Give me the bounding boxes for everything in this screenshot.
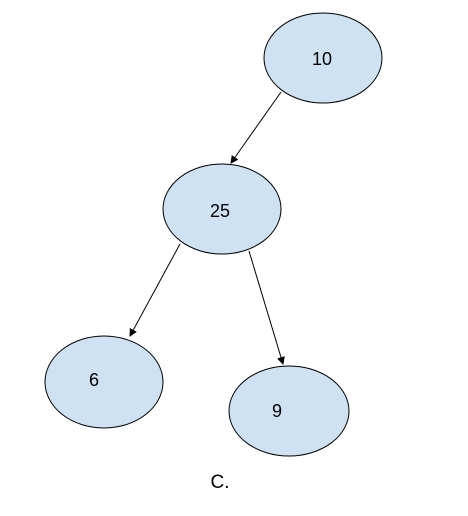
node-25-ellipse: [162, 163, 282, 255]
node-9-ellipse: [228, 365, 350, 457]
node-25: 25: [162, 163, 282, 255]
node-9: 9: [228, 365, 350, 457]
node-10-label: 10: [312, 49, 332, 69]
node-6-ellipse: [44, 335, 164, 429]
edges: [129, 91, 285, 365]
edge-25-to-9: [248, 250, 285, 365]
edge-25-to-6: [129, 243, 181, 337]
node-6-label: 6: [89, 370, 99, 390]
node-10: 10: [263, 12, 383, 104]
node-10-ellipse: [263, 12, 383, 104]
diagram-caption: C.: [210, 472, 230, 493]
edge-10-to-25: [230, 91, 282, 164]
node-9-label: 9: [272, 401, 282, 421]
node-25-label: 25: [210, 201, 230, 221]
node-6: 6: [44, 335, 164, 429]
